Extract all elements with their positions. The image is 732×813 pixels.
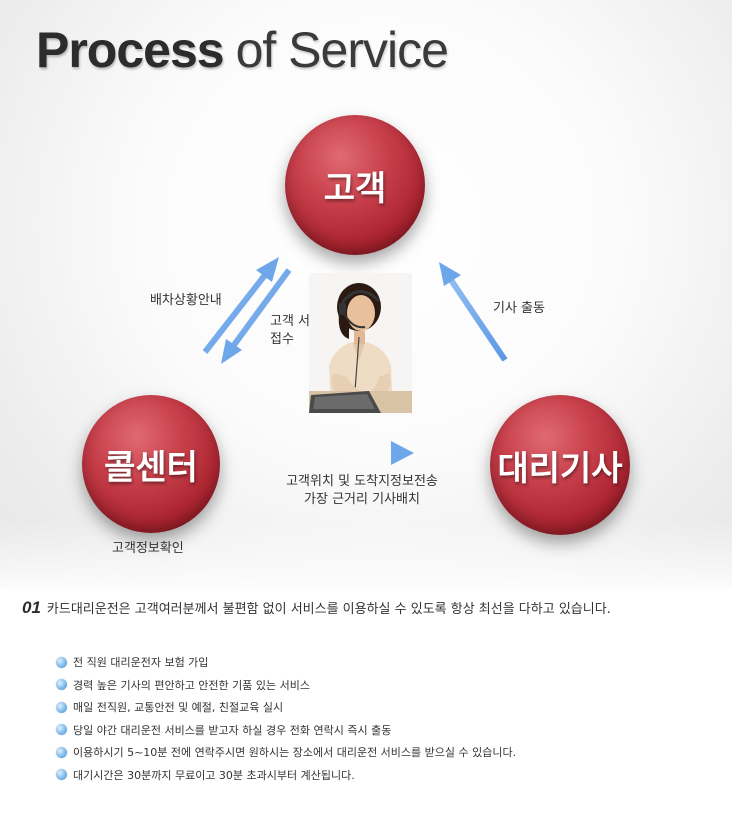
list-item-text: 이용하시기 5~10분 전에 연락주시면 원하시는 장소에서 대리운전 서비스를… [73,746,517,760]
service-feature-list: 전 직원 대리운전자 보험 가입 경력 높은 기사의 편안하고 안전한 기품 있… [56,651,516,786]
arrow-up-left-icon [439,262,508,362]
intro-text: 카드대리운전은 고객여러분께서 불편함 없이 서비스를 이용하실 수 있도록 항… [46,602,611,617]
flow-arrows [202,257,508,465]
arrow-down-left-icon [221,268,292,364]
arrow-up-right-icon [202,257,279,354]
node-customer: 고객 [285,115,425,255]
bullet-dot-icon [56,679,67,691]
node-driver: 대리기사 [490,395,630,535]
bullet-dot-icon [56,746,67,758]
intro-statement: 01 카드대리운전은 고객여러분께서 불편함 없이 서비스를 이용하실 수 있도… [22,598,611,618]
list-item-text: 전 직원 대리운전자 보험 가입 [73,656,209,670]
bullet-dot-icon [56,701,67,713]
list-item: 경력 높은 기사의 편안하고 안전한 기품 있는 서비스 [56,674,516,697]
node-call-center-label: 콜센터 [104,447,198,488]
node-call-center: 콜센터 [82,395,220,533]
label-send-info: 고객위치 및 도착지정보전송 가장 근거리 기사배치 [282,473,442,509]
node-driver-label: 대리기사 [497,448,623,489]
list-item: 이용하시기 5~10분 전에 연락주시면 원하시는 장소에서 대리운전 서비스를… [56,741,516,764]
bullet-dot-icon [56,656,67,668]
list-item: 당일 야간 대리운전 서비스를 받고자 하실 경우 전화 연락시 즉시 출동 [56,719,516,742]
list-item-text: 경력 높은 기사의 편안하고 안전한 기품 있는 서비스 [73,678,310,692]
background-fade [0,520,732,600]
arrow-right-icon [300,441,414,465]
list-item: 대기시간은 30분까지 무료이고 30분 초과시부터 계산됩니다. [56,764,516,787]
operator-photo-icon [309,273,412,413]
label-send-info-line2: 가장 근거리 기사배치 [304,492,420,507]
label-send-info-line1: 고객위치 및 도착지정보전송 [286,474,438,489]
title-light: of Service [235,22,449,78]
title-bold: Process [36,22,225,78]
label-dispatch-info: 배차상황안내 [150,293,222,308]
bullet-dot-icon [56,769,67,781]
intro-number: 01 [22,598,41,617]
list-item: 전 직원 대리운전자 보험 가입 [56,651,516,674]
list-item-text: 당일 야간 대리운전 서비스를 받고자 하실 경우 전화 연락시 즉시 출동 [73,723,392,737]
label-driver-dispatch: 기사 출동 [493,301,545,316]
list-item-text: 매일 전직원, 교통안전 및 예절, 친절교육 실시 [73,701,284,715]
list-item: 매일 전직원, 교통안전 및 예절, 친절교육 실시 [56,696,516,719]
label-service-receive-line2: 접수 [270,332,294,347]
node-customer-label: 고객 [323,168,387,209]
list-item-text: 대기시간은 30분까지 무료이고 30분 초과시부터 계산됩니다. [73,768,355,782]
label-confirm-info: 고객정보확인 [112,541,184,556]
bullet-dot-icon [56,724,67,736]
